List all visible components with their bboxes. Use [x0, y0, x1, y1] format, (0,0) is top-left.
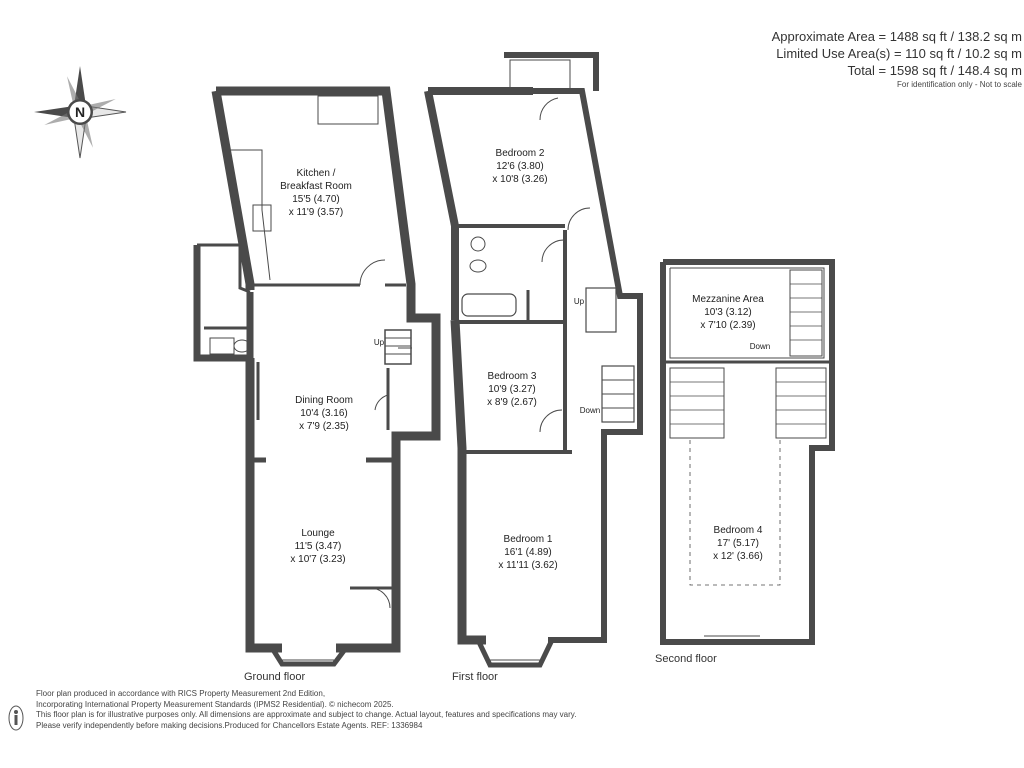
dining-dim2: x 7'9 (2.35) [299, 421, 349, 432]
total-area: Total = 1598 sq ft / 148.4 sq m [847, 63, 1022, 78]
footer-disclaimer: Floor plan produced in accordance with R… [36, 689, 576, 731]
bedroom1-name: Bedroom 1 [504, 534, 553, 545]
second-floor-label: Second floor [655, 653, 717, 665]
bedroom4-dim1: 17' (5.17) [717, 538, 759, 549]
kitchen-dim1: 15'5 (4.70) [292, 194, 340, 205]
bedroom3-dim1: 10'9 (3.27) [488, 384, 536, 395]
lounge-dim2: x 10'7 (3.23) [290, 554, 345, 565]
ground-stair-up: Up [374, 338, 385, 347]
mezzanine-dim1: 10'3 (3.12) [704, 307, 752, 318]
first-floor-label: First floor [452, 671, 498, 683]
first-stair-down: Down [580, 406, 600, 415]
bedroom2-dim1: 12'6 (3.80) [496, 161, 544, 172]
kitchen-name1: Kitchen / [297, 168, 336, 179]
limited-use-area: Limited Use Area(s) = 110 sq ft / 10.2 s… [776, 46, 1022, 61]
area-summary: Approximate Area = 1488 sq ft / 138.2 sq… [772, 28, 1022, 91]
bedroom2-dim2: x 10'8 (3.26) [492, 174, 547, 185]
second-stair-down: Down [750, 342, 770, 351]
mezzanine-dim2: x 7'10 (2.39) [700, 320, 755, 331]
second-floor-plan [660, 259, 835, 645]
lounge-name: Lounge [301, 528, 335, 539]
mezzanine-name: Mezzanine Area [692, 294, 764, 305]
footer-line-1: Floor plan produced in accordance with R… [36, 689, 326, 698]
person-icon [8, 705, 24, 731]
compass-icon: N [34, 66, 127, 159]
bedroom4-dim2: x 12' (3.66) [713, 551, 763, 562]
approximate-area: Approximate Area = 1488 sq ft / 138.2 sq… [771, 29, 1022, 44]
kitchen-dim2: x 11'9 (3.57) [289, 207, 344, 218]
ground-floor-plan [193, 86, 441, 667]
ground-floor-label: Ground floor [244, 671, 306, 683]
dining-dim1: 10'4 (3.16) [300, 408, 348, 419]
footer-line-3: This floor plan is for illustrative purp… [36, 710, 577, 719]
bedroom1-dim1: 16'1 (4.89) [504, 547, 552, 558]
bedroom3-dim2: x 8'9 (2.67) [487, 397, 537, 408]
bedroom2-name: Bedroom 2 [496, 148, 545, 159]
lounge-dim1: 11'5 (3.47) [295, 541, 342, 552]
first-stair-up: Up [574, 297, 585, 306]
compass-letter: N [75, 104, 85, 120]
footer-line-2: Incorporating International Property Mea… [36, 699, 394, 709]
bedroom1-dim2: x 11'11 (3.62) [498, 560, 557, 571]
first-floor-plan [424, 52, 643, 668]
footer-line-4: Please verify independently before makin… [36, 720, 423, 730]
kitchen-name2: Breakfast Room [280, 181, 352, 192]
bedroom3-name: Bedroom 3 [488, 371, 537, 382]
bedroom4-name: Bedroom 4 [714, 525, 763, 536]
dining-name: Dining Room [295, 395, 353, 406]
scale-note: For identification only - Not to scale [897, 80, 1022, 89]
